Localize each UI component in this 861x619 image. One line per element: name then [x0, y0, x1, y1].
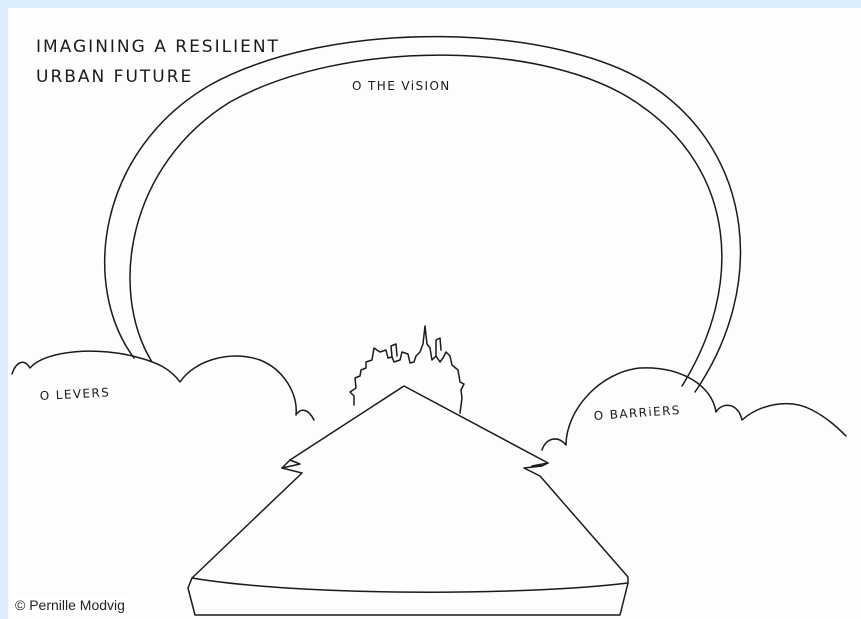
skyline-detail [391, 338, 441, 357]
levers-cloud [12, 351, 314, 420]
pyramid-notch-left [282, 460, 300, 468]
pyramid-base-edge [192, 578, 628, 592]
city-skyline [350, 326, 464, 413]
barriers-label: O BARRiERS [593, 403, 681, 423]
vision-label: O THE ViSION [352, 79, 451, 93]
levers-label: O LEVERS [39, 385, 110, 403]
pyramid-outline [188, 386, 628, 615]
barriers-cloud [542, 368, 846, 450]
title-line-1: IMAGINING A RESILIENT [36, 37, 280, 57]
credit-caption: © Pernille Modvig [12, 596, 128, 614]
title-line-2: URBAN FUTURE [36, 67, 193, 87]
